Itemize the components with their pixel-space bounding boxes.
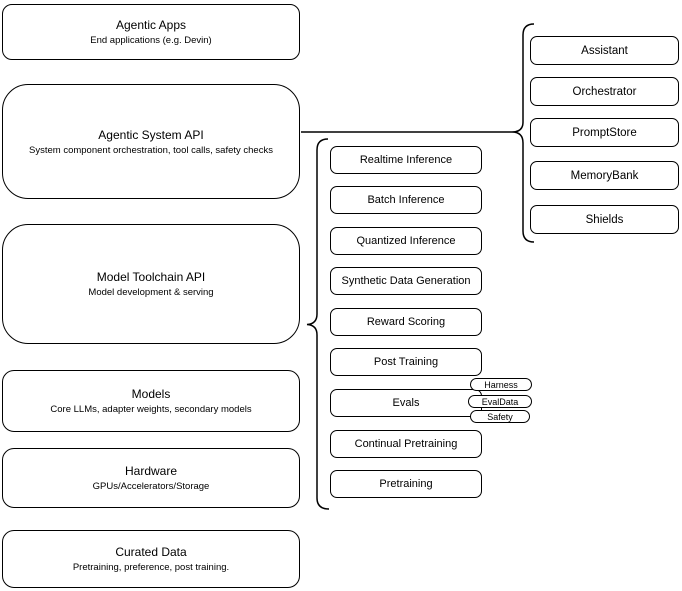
toolchain-item-realtime-inference: Realtime Inference <box>330 146 482 174</box>
toolchain-item-post-training: Post Training <box>330 348 482 376</box>
system-component-label: MemoryBank <box>570 169 639 182</box>
toolchain-item-quantized-inference: Quantized Inference <box>330 227 482 255</box>
hardware-title: Hardware <box>124 464 178 478</box>
curated-data-box: Curated Data Pretraining, preference, po… <box>2 530 300 588</box>
system-component-label: PromptStore <box>572 126 637 139</box>
hardware-box: Hardware GPUs/Accelerators/Storage <box>2 448 300 508</box>
toolchain-item-label: Synthetic Data Generation <box>341 275 471 287</box>
toolchain-item-label: Pretraining <box>379 478 433 490</box>
system-component-promptstore: PromptStore <box>530 118 679 147</box>
system-component-assistant: Assistant <box>530 36 679 65</box>
curated-data-title: Curated Data <box>115 545 187 559</box>
agentic-system-api-box: Agentic System API System component orch… <box>2 84 300 199</box>
system-component-orchestrator: Orchestrator <box>530 77 679 106</box>
curated-data-subtitle: Pretraining, preference, post training. <box>72 562 230 573</box>
toolchain-item-label: Continual Pretraining <box>354 438 458 450</box>
eval-tag-label: Harness <box>484 379 518 390</box>
model-toolchain-api-subtitle: Model development & serving <box>88 287 214 298</box>
eval-tag-label: EvalData <box>481 396 519 407</box>
models-subtitle: Core LLMs, adapter weights, secondary mo… <box>50 404 252 415</box>
toolchain-item-batch-inference: Batch Inference <box>330 186 482 214</box>
agentic-apps-subtitle: End applications (e.g. Devin) <box>90 35 212 46</box>
system-component-shields: Shields <box>530 205 679 234</box>
toolchain-item-synthetic-data-generation: Synthetic Data Generation <box>330 267 482 295</box>
eval-tag-evaldata: EvalData <box>468 395 532 408</box>
system-component-label: Assistant <box>581 44 628 57</box>
agentic-apps-box: Agentic Apps End applications (e.g. Devi… <box>2 4 300 60</box>
toolchain-item-continual-pretraining: Continual Pretraining <box>330 430 482 458</box>
toolchain-brace <box>306 138 330 510</box>
toolchain-item-label: Evals <box>392 397 420 409</box>
system-component-label: Orchestrator <box>572 85 637 98</box>
toolchain-item-label: Realtime Inference <box>359 154 453 166</box>
agentic-system-api-subtitle: System component orchestration, tool cal… <box>29 144 273 156</box>
eval-tag-label: Safety <box>487 411 513 422</box>
toolchain-item-label: Post Training <box>373 356 439 368</box>
toolchain-item-reward-scoring: Reward Scoring <box>330 308 482 336</box>
toolchain-item-label: Quantized Inference <box>356 235 456 247</box>
system-component-memorybank: MemoryBank <box>530 161 679 190</box>
hardware-subtitle: GPUs/Accelerators/Storage <box>92 481 210 492</box>
agentic-apps-title: Agentic Apps <box>115 18 187 32</box>
model-toolchain-api-title: Model Toolchain API <box>96 270 206 284</box>
toolchain-item-label: Batch Inference <box>367 194 445 206</box>
agentic-system-api-title: Agentic System API <box>98 127 204 142</box>
eval-tag-harness: Harness <box>470 378 532 391</box>
models-box: Models Core LLMs, adapter weights, secon… <box>2 370 300 432</box>
toolchain-item-pretraining: Pretraining <box>330 470 482 498</box>
toolchain-item-label: Reward Scoring <box>366 316 446 328</box>
eval-tag-safety: Safety <box>470 410 530 423</box>
model-toolchain-api-box: Model Toolchain API Model development & … <box>2 224 300 344</box>
models-title: Models <box>131 387 171 401</box>
system-component-label: Shields <box>585 213 624 226</box>
toolchain-item-evals: Evals <box>330 389 482 417</box>
